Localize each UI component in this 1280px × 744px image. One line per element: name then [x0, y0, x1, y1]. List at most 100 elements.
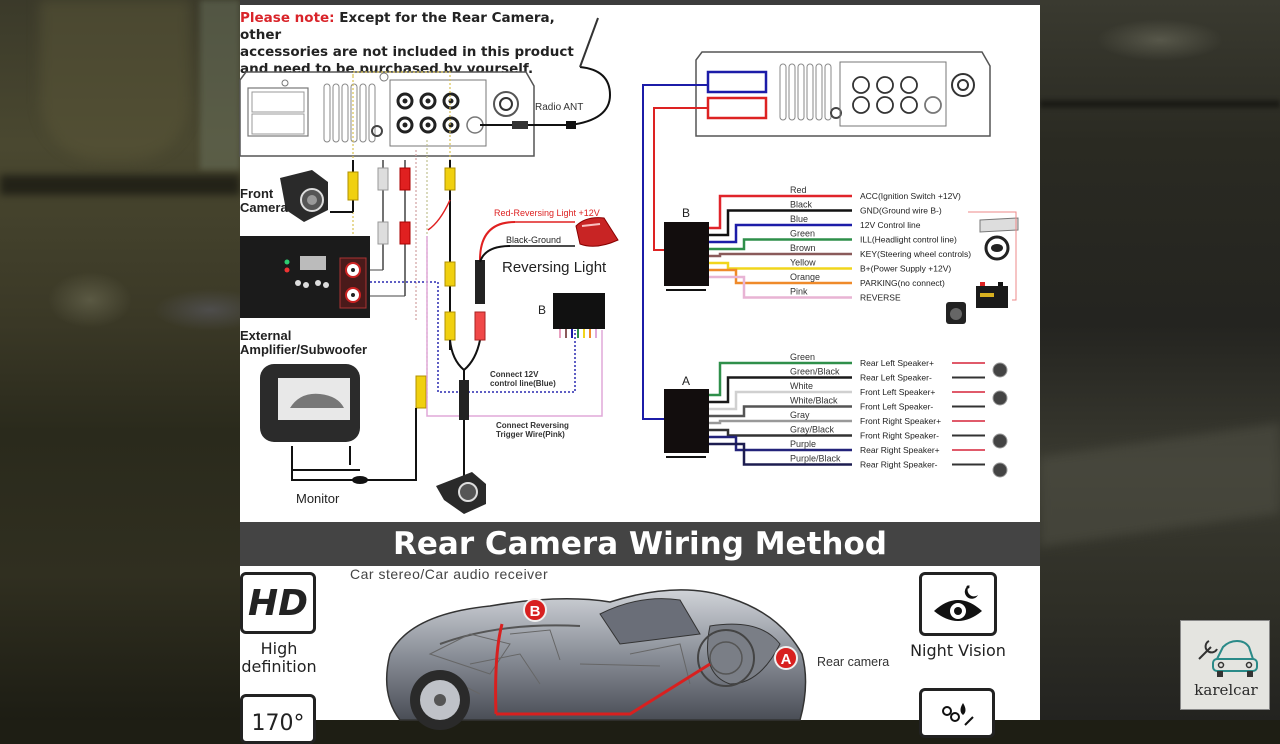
harness-b-connector: B [664, 206, 709, 291]
harness-b-wire [709, 223, 852, 244]
harness-b-wire-color-label: Yellow [790, 258, 816, 268]
speaker-icon [992, 362, 1008, 378]
harness-a-wire [709, 405, 852, 418]
car-cutaway-illustration [385, 589, 807, 730]
harness-b-wire [709, 275, 852, 299]
background-blur-shape [1040, 423, 1280, 547]
harness-a-wire [709, 376, 852, 404]
connect-12v-label-2: control line(Blue) [490, 379, 556, 388]
connect-reversing-label-2: Trigger Wire(Pink) [496, 430, 565, 439]
feature-night-vision: Night Vision [908, 572, 1008, 660]
hd-icon-text: HD [247, 582, 308, 624]
radio-ant-label: Radio ANT [535, 102, 583, 113]
harness-b-wire-function-label: 12V Control line [860, 220, 921, 230]
harness-b-small-label: B [538, 303, 546, 317]
amplifier-label-1: External [240, 328, 291, 343]
harness-b-wire-function-label: PARKING(no connect) [860, 278, 945, 288]
top-title-strip [240, 0, 1040, 5]
connect-12v-label-1: Connect 12V [490, 370, 539, 379]
harness-a-wire [709, 390, 852, 411]
harness-a-wire-function-label: Rear Left Speaker- [860, 373, 932, 383]
harness-a-wire-color-label: Purple/Black [790, 454, 841, 464]
amplifier: External Amplifier/Subwoofer [240, 236, 370, 357]
karelcar-brand-text: karelcar [1194, 681, 1258, 699]
angle-icon: 170° [240, 694, 316, 744]
head-unit-left [239, 71, 535, 157]
amplifier-label-2: Amplifier/Subwoofer [240, 342, 367, 357]
note-line2: accessories are not included in this pro… [240, 44, 574, 60]
battery-icon [976, 282, 1008, 308]
front-camera: Front Camera [240, 170, 328, 222]
reverse-camera-icon [946, 302, 966, 324]
harness-a-wire-color-label: Gray/Black [790, 425, 835, 435]
water-drops-icon [942, 703, 974, 726]
note-prefix: Please note: [240, 10, 335, 26]
harness-a-wire-color-label: Purple [790, 439, 816, 449]
harness-b-wire-color-label: Orange [790, 272, 820, 282]
background-blur-shape [40, 0, 190, 160]
harness-b-wire-function-label: KEY(Steering wheel controls) [860, 249, 971, 259]
section-title: Rear Camera Wiring Method [393, 526, 887, 562]
harness-a-wire-function-label: Rear Right Speaker+ [860, 445, 940, 455]
harness-a-wire-function-label: Front Right Speaker+ [860, 416, 941, 426]
feature-hd-label-2: definition [241, 657, 317, 676]
feature-night-vision-label: Night Vision [910, 641, 1006, 660]
harness-b-wire [709, 194, 852, 230]
rear-camera-caption: Rear camera [817, 655, 890, 669]
car-wrench-logo-icon [1198, 639, 1258, 677]
waterproof-icon [919, 688, 995, 738]
hd-icon: HD [240, 572, 316, 634]
car-stereo-caption: Car stereo/Car audio receiver [350, 566, 549, 582]
background-blur-shape [200, 0, 240, 170]
headrest-monitor: Monitor [260, 364, 417, 506]
harness-a-wire [709, 442, 852, 466]
harness-a-wire [709, 419, 852, 425]
harness-a-wire-color-label: Gray [790, 410, 810, 420]
background-blur-shape [1040, 100, 1280, 108]
dashboard-icon [979, 217, 1019, 233]
background-video-left [0, 0, 240, 720]
harness-b-small: B Connect 12V control line(Blue) Connect… [490, 293, 605, 439]
harness-b-wire [709, 261, 852, 270]
background-blur-shape [0, 175, 240, 195]
note-line1: Except for the Rear Camera, other [240, 10, 555, 43]
harness-a-wire-function-label: Front Left Speaker- [860, 402, 933, 412]
harness-b-wire-color-label: Green [790, 229, 815, 239]
wiring-diagram: Radio ANT Front Camera [239, 17, 1019, 514]
head-unit-right [695, 51, 991, 137]
harness-a-wire-color-label: White [790, 381, 813, 391]
radio-antenna: Radio ANT [480, 17, 612, 129]
badge-a: A [774, 646, 798, 670]
feature-waterproof [919, 688, 997, 738]
harness-a-wire-color-label: Green [790, 352, 815, 362]
y-splitter-cable [449, 221, 575, 480]
karelcar-watermark: karelcar [1180, 620, 1270, 710]
speaker-icon [992, 390, 1008, 406]
feature-hd: HD High definition [240, 572, 318, 676]
speaker-icon [992, 462, 1008, 478]
badge-b: B [523, 598, 547, 622]
harness-a-wire [709, 361, 852, 397]
harness-a-wire-color-label: Green/Black [790, 367, 840, 377]
harness-b-wire-color-label: Brown [790, 243, 816, 253]
reversing-light: Red-Reversing Light +12V Black-Ground Re… [494, 208, 619, 276]
harness-b-wire-function-label: B+(Power Supply +12V) [860, 264, 951, 274]
black-ground-label: Black-Ground [506, 235, 561, 245]
rca-cables [330, 160, 456, 409]
section-header-bar [240, 522, 1040, 566]
feature-angle: 170° [240, 694, 318, 744]
feature-hd-label-1: High [260, 639, 298, 658]
monitor-label: Monitor [296, 491, 340, 506]
harness-a-wire-function-label: Front Right Speaker- [860, 431, 939, 441]
harness-b-wire-function-label: REVERSE [860, 293, 901, 303]
harness-a-connector: A [664, 374, 709, 458]
harness-a-wire-function-label: Rear Right Speaker- [860, 460, 938, 470]
rear-camera-diagram [436, 472, 486, 514]
harness-b-wire-color-label: Pink [790, 287, 808, 297]
harness-a-wire-function-label: Rear Left Speaker+ [860, 358, 934, 368]
front-camera-label-1: Front [240, 186, 274, 201]
steering-wheel-icon [984, 235, 1010, 261]
angle-icon-text: 170° [251, 711, 305, 736]
reversing-light-label: Reversing Light [502, 259, 607, 276]
